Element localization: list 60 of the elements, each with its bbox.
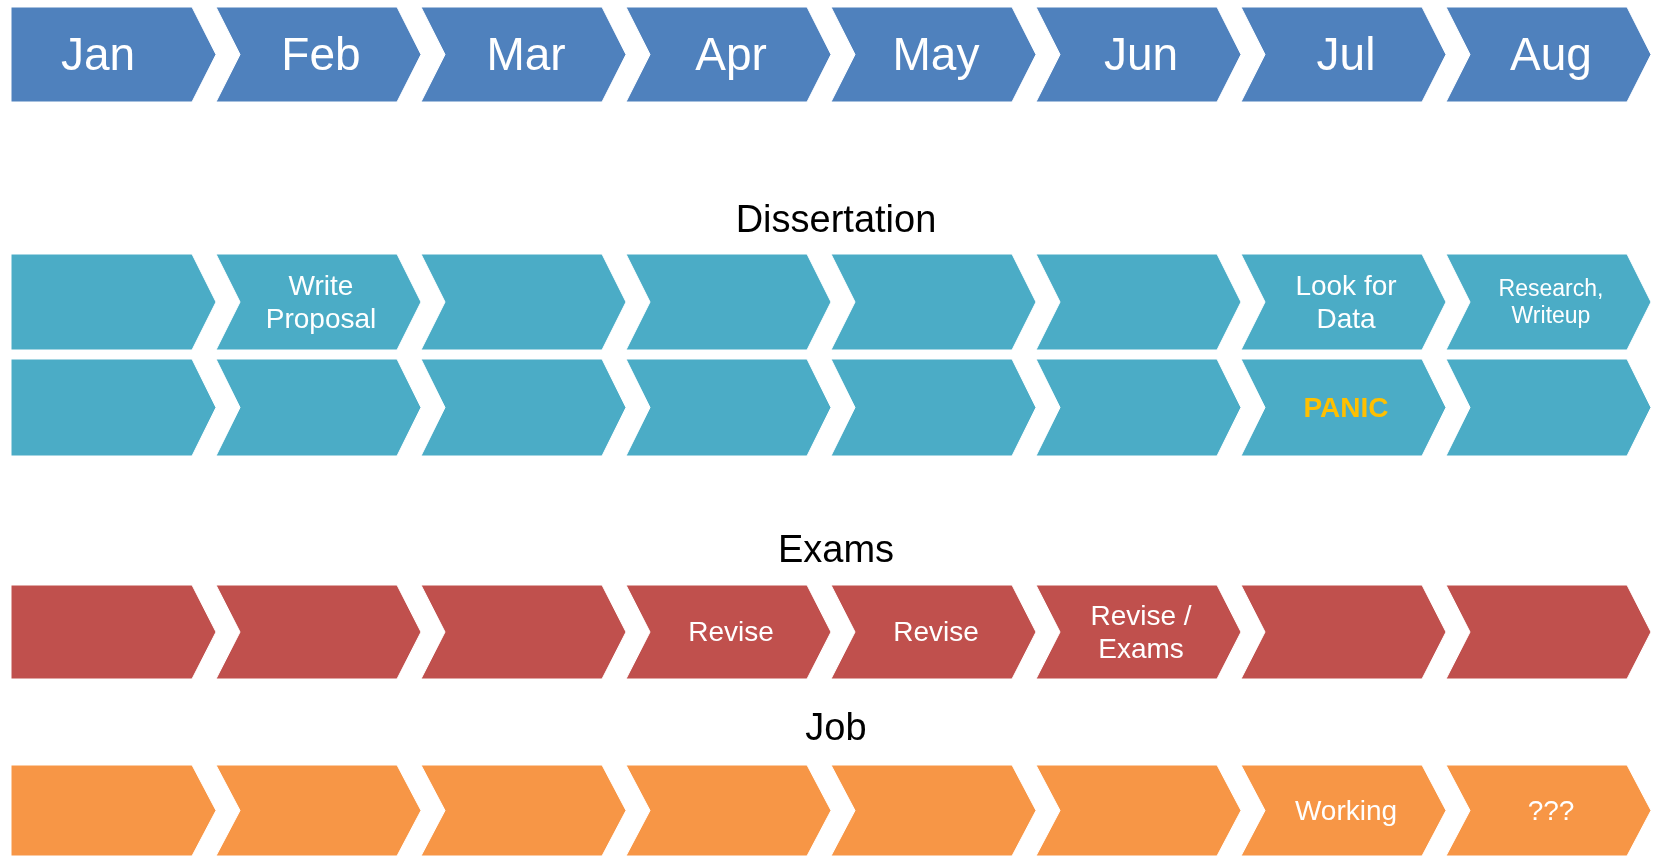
task-segment [1446, 254, 1651, 350]
task-segment [11, 254, 216, 350]
row-heading: Dissertation [735, 198, 937, 241]
month-segment [1036, 7, 1241, 102]
month-label: May [891, 27, 981, 82]
task-segment [1241, 585, 1446, 679]
task-segment [831, 254, 1036, 350]
month-segment [1241, 7, 1446, 102]
step-label: Research, Writeup [1497, 274, 1605, 330]
task-segment [11, 585, 216, 679]
month-label: Feb [280, 27, 362, 82]
month-label: Mar [485, 27, 567, 82]
task-segment [831, 359, 1036, 456]
task-segment [11, 359, 216, 456]
step-label: Write Proposal [264, 268, 378, 336]
task-segment [1446, 765, 1651, 856]
month-segment [1446, 7, 1651, 102]
task-segment [1241, 359, 1446, 456]
month-label: Jun [1102, 27, 1180, 82]
month-label: Apr [694, 27, 768, 82]
task-segment [216, 585, 421, 679]
task-segment [1446, 359, 1651, 456]
month-segment [831, 7, 1036, 102]
month-label: Jul [1315, 27, 1377, 82]
task-segment [421, 254, 626, 350]
task-segment [831, 585, 1036, 679]
month-label: Jan [59, 27, 137, 82]
task-segment [1241, 254, 1446, 350]
task-segment [1036, 359, 1241, 456]
task-segment [1036, 254, 1241, 350]
month-segment [216, 7, 421, 102]
task-segment [421, 585, 626, 679]
month-segment [626, 7, 831, 102]
month-segment [11, 7, 216, 102]
month-label: Aug [1509, 27, 1593, 82]
task-segment [1241, 765, 1446, 856]
step-label: ??? [1526, 793, 1576, 828]
step-label: Revise [687, 615, 775, 649]
step-label: PANIC [1302, 390, 1390, 425]
task-segment [216, 359, 421, 456]
task-segment [421, 359, 626, 456]
task-segment [216, 254, 421, 350]
task-segment [11, 765, 216, 856]
task-segment [1446, 585, 1651, 679]
step-label: Revise / Exams [1089, 598, 1193, 666]
month-segment [421, 7, 626, 102]
row-heading: Exams [777, 528, 895, 571]
task-segment [1036, 765, 1241, 856]
step-label: Revise [892, 615, 980, 649]
task-segment [216, 765, 421, 856]
step-label: Working [1293, 793, 1399, 828]
task-segment [626, 765, 831, 856]
task-segment [831, 765, 1036, 856]
task-segment [626, 359, 831, 456]
task-segment [1036, 585, 1241, 679]
task-segment [626, 585, 831, 679]
row-heading: Job [805, 706, 867, 749]
task-segment [626, 254, 831, 350]
task-segment [421, 765, 626, 856]
step-label: Look for Data [1294, 268, 1398, 336]
